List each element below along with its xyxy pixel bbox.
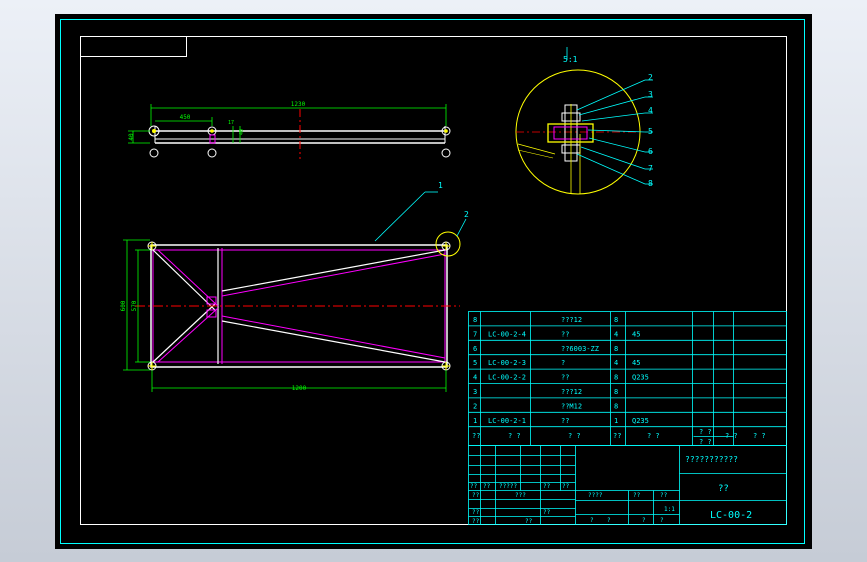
top-view: 1230 450 40 17 40 [128,101,451,159]
bom-cell-no: 7 [473,330,477,338]
drawing-name: ?? [718,484,729,494]
bom-cell-name: ?? [561,417,569,425]
bom-cell-qty: 8 [614,374,618,382]
tb-stage-value: ? [607,517,611,524]
bom-cell-material: 45 [632,330,640,338]
bom-cell-code: LC-00-2-1 [488,417,526,425]
bom-cell-qty: 1 [614,417,618,425]
tb-label: ??? [515,492,526,499]
bom-cell-name: ??6003-ZZ [561,345,599,353]
bom-header-unit-2: ? ? [725,432,738,440]
bom-cell-name: ???12 [561,316,582,324]
bom-cell-qty: 8 [614,345,618,353]
plan-callout-1: 1 [438,181,443,190]
bom-header-qty: ?? [613,432,621,440]
bom-cell-name: ??M12 [561,402,582,410]
dim-partial: 450 [180,114,191,121]
detail-callout: 8 [648,179,653,188]
tb-label: ????? [499,483,517,490]
drawing-scale: 1:1 [664,506,675,513]
detail-callout: 6 [648,147,653,156]
bill-of-materials [468,311,787,446]
bom-cell-no: 6 [473,345,477,353]
plan-callout-2: 2 [464,210,469,219]
bom-header-material: ? ? [647,432,660,440]
tb-stage: ?? [633,492,641,499]
bom-header-code: ? ? [508,432,521,440]
bom-cell-qty: 8 [614,316,618,324]
bom-cell-no: 4 [473,374,477,382]
tb-label: ?? [472,492,480,499]
bom-header-name: ? ? [568,432,581,440]
bom-header-no: ?? [472,432,480,440]
bom-cell-code: LC-00-2-2 [488,374,526,382]
bom-header-remark: ? ? [753,432,766,440]
bom-cell-code: LC-00-2-3 [488,359,526,367]
tb-stage: ???? [588,492,603,499]
drawing-title: ??????????? [685,455,738,464]
bom-cell-no: 2 [473,402,477,410]
dim-plan-height-inner: 570 [131,300,138,311]
title-block [468,445,787,525]
reverse-code-box [80,36,187,57]
bom-cell-material: 45 [632,359,640,367]
bom-cell-qty: 8 [614,388,618,396]
sheet-inner-border [80,36,787,525]
bom-cell-no: 5 [473,359,477,367]
bom-cell-material: Q235 [632,417,649,425]
dim-small1: 17 [228,120,234,126]
bom-cell-no: 8 [473,316,477,324]
sheet-outer-border [60,19,805,544]
tb-stage-value: ? [590,517,594,524]
detail-callout: 4 [648,106,653,115]
dim-plan-width: 1200 [292,385,307,392]
bom-header: ?? ? ? ? ? ?? ? ? ? ? ? ? ? ? ? ? [472,428,766,446]
dim-small2: 40 [239,129,245,135]
bom-cell-no: 1 [473,417,477,425]
bom-cell-no: 3 [473,388,477,396]
tb-stage: ?? [660,492,668,499]
bom-cell-name: ???12 [561,388,582,396]
drawing-canvas: 1230 450 40 17 40 2 3 4 5 [60,19,805,544]
bom-cell-name: ? [561,359,565,367]
dim-plan-height-outer: 600 [120,300,127,311]
dim-height: 40 [128,133,135,141]
bom-cell-name: ?? [561,330,569,338]
tb-label: ?? [543,483,551,490]
detail-callout: 3 [648,90,653,99]
plan-view: 1 2 600 570 1200 [120,181,469,392]
tb-label: ?? [470,483,478,490]
bom-cell-qty: 8 [614,402,618,410]
detail-scale-label: 5:1 [563,55,578,64]
tb-label: ?? [562,483,570,490]
bom-cell-code: LC-00-2-4 [488,330,526,338]
tb-label: ?? [472,518,480,525]
detail-callout: 7 [648,164,653,173]
cad-viewport[interactable]: 1230 450 40 17 40 2 3 4 5 [55,14,812,549]
tb-label: ?? [525,518,533,525]
drawing-code: LC-00-2 [710,510,752,521]
detail-callout: 5 [648,127,653,136]
bom-cell-qty: 4 [614,330,618,338]
dim-overall: 1230 [291,101,306,108]
bom-cell-qty: 4 [614,359,618,367]
detail-view: 2 3 4 5 6 7 8 5:1 [515,47,653,195]
tb-stage-value: ? [660,517,664,524]
tb-label: ?? [543,509,551,516]
bom-cell-name: ?? [561,374,569,382]
tb-label: ?? [472,509,480,516]
detail-callout: 2 [648,73,653,82]
tb-stage-value: ? [642,517,646,524]
bom-header-unit: ? ? [699,428,712,436]
bom-cell-material: Q235 [632,374,649,382]
tb-label: ?? [483,483,491,490]
bom-header-sub: ? ? [699,438,712,446]
